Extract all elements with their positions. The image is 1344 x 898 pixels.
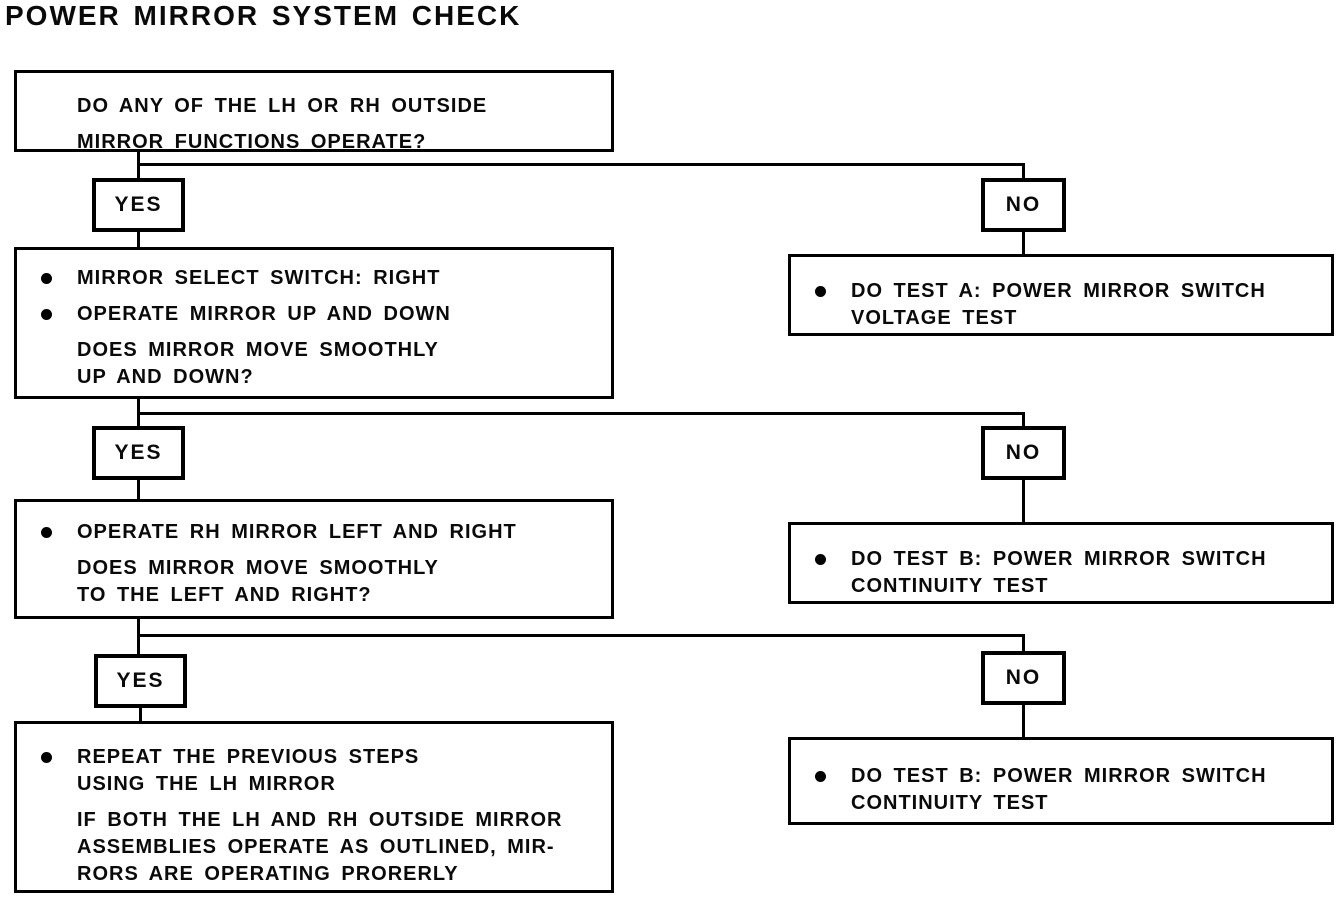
- connector-r1-testa-drop: [1022, 231, 1025, 254]
- yes-label-text: YES: [114, 193, 163, 216]
- connector-r1-yes-drop: [137, 231, 140, 247]
- step3-question-text: DOES MIRROR MOVE SMOOTHLY TO THE LEFT AN…: [77, 557, 439, 606]
- test-b1-row: DO TEST B: POWER MIRROR SWITCH CONTINUIT…: [815, 546, 1319, 600]
- connector-r3-no-drop: [1022, 634, 1025, 651]
- step2-question-row: DOES MIRROR MOVE SMOOTHLY UP AND DOWN?: [41, 337, 599, 391]
- test-a-row: DO TEST A: POWER MIRROR SWITCH VOLTAGE T…: [815, 278, 1319, 332]
- node-step-4: REPEAT THE PREVIOUS STEPS USING THE LH M…: [14, 721, 614, 893]
- label-no-3: NO: [981, 651, 1066, 705]
- bullet-icon: [41, 273, 52, 284]
- node-question-1: DO ANY OF THE LH OR RH OUTSIDE MIRROR FU…: [14, 70, 614, 153]
- step2-bullet-row-1: MIRROR SELECT SWITCH: RIGHT: [41, 265, 599, 292]
- step4-note-row: IF BOTH THE LH AND RH OUTSIDE MIRROR ASS…: [41, 807, 599, 888]
- step2-bullet1-text: MIRROR SELECT SWITCH: RIGHT: [77, 267, 441, 289]
- connector-r2-testb-drop: [1022, 479, 1025, 522]
- yes-label-text: YES: [116, 669, 165, 692]
- bullet-icon: [41, 309, 52, 320]
- connector-r2-yes-drop: [137, 479, 140, 499]
- test-a-text: DO TEST A: POWER MIRROR SWITCH VOLTAGE T…: [851, 280, 1266, 329]
- bullet-icon: [41, 752, 52, 763]
- step3-bullet1-text: OPERATE RH MIRROR LEFT AND RIGHT: [77, 521, 517, 543]
- node-step-3: OPERATE RH MIRROR LEFT AND RIGHT DOES MI…: [14, 499, 614, 619]
- test-b2-row: DO TEST B: POWER MIRROR SWITCH CONTINUIT…: [815, 763, 1319, 817]
- step2-bullet-row-2: OPERATE MIRROR UP AND DOWN: [41, 301, 599, 328]
- step3-bullet-row-1: OPERATE RH MIRROR LEFT AND RIGHT: [41, 519, 599, 546]
- connector-r2-branch: [137, 412, 1025, 415]
- step4-bullet1-text: REPEAT THE PREVIOUS STEPS USING THE LH M…: [77, 746, 420, 795]
- step2-question-text: DOES MIRROR MOVE SMOOTHLY UP AND DOWN?: [77, 339, 439, 388]
- bullet-icon: [815, 286, 826, 297]
- step2-bullet2-text: OPERATE MIRROR UP AND DOWN: [77, 303, 451, 325]
- node-step-2: MIRROR SELECT SWITCH: RIGHT OPERATE MIRR…: [14, 247, 614, 399]
- label-no-1: NO: [981, 178, 1066, 232]
- label-yes-1: YES: [92, 178, 185, 232]
- node-test-a: DO TEST A: POWER MIRROR SWITCH VOLTAGE T…: [788, 254, 1334, 336]
- bullet-icon: [41, 527, 52, 538]
- bullet-icon: [815, 771, 826, 782]
- label-no-2: NO: [981, 426, 1066, 480]
- page-title: POWER MIRROR SYSTEM CHECK: [5, 0, 522, 31]
- no-label-text: NO: [1005, 193, 1042, 216]
- yes-label-text: YES: [114, 441, 163, 464]
- test-b2-text: DO TEST B: POWER MIRROR SWITCH CONTINUIT…: [851, 765, 1267, 814]
- connector-r3-yes-drop: [139, 708, 142, 721]
- label-yes-2: YES: [92, 426, 185, 480]
- step4-note-text: IF BOTH THE LH AND RH OUTSIDE MIRROR ASS…: [77, 809, 563, 885]
- connector-r2-no-drop: [1022, 412, 1025, 426]
- label-yes-3: YES: [94, 654, 187, 708]
- bullet-icon: [815, 554, 826, 565]
- no-label-text: NO: [1005, 666, 1042, 689]
- step3-question-row: DOES MIRROR MOVE SMOOTHLY TO THE LEFT AN…: [41, 555, 599, 609]
- connector-r1-branch: [137, 163, 1025, 166]
- connector-r1-no-drop: [1022, 163, 1025, 178]
- step4-bullet-row-1: REPEAT THE PREVIOUS STEPS USING THE LH M…: [41, 744, 599, 798]
- test-b1-text: DO TEST B: POWER MIRROR SWITCH CONTINUIT…: [851, 548, 1267, 597]
- node-test-b-2: DO TEST B: POWER MIRROR SWITCH CONTINUIT…: [788, 737, 1334, 825]
- connector-r3-branch: [137, 634, 1025, 637]
- node-test-b-1: DO TEST B: POWER MIRROR SWITCH CONTINUIT…: [788, 522, 1334, 604]
- connector-r3-testb2-drop: [1022, 705, 1025, 737]
- no-label-text: NO: [1005, 441, 1042, 464]
